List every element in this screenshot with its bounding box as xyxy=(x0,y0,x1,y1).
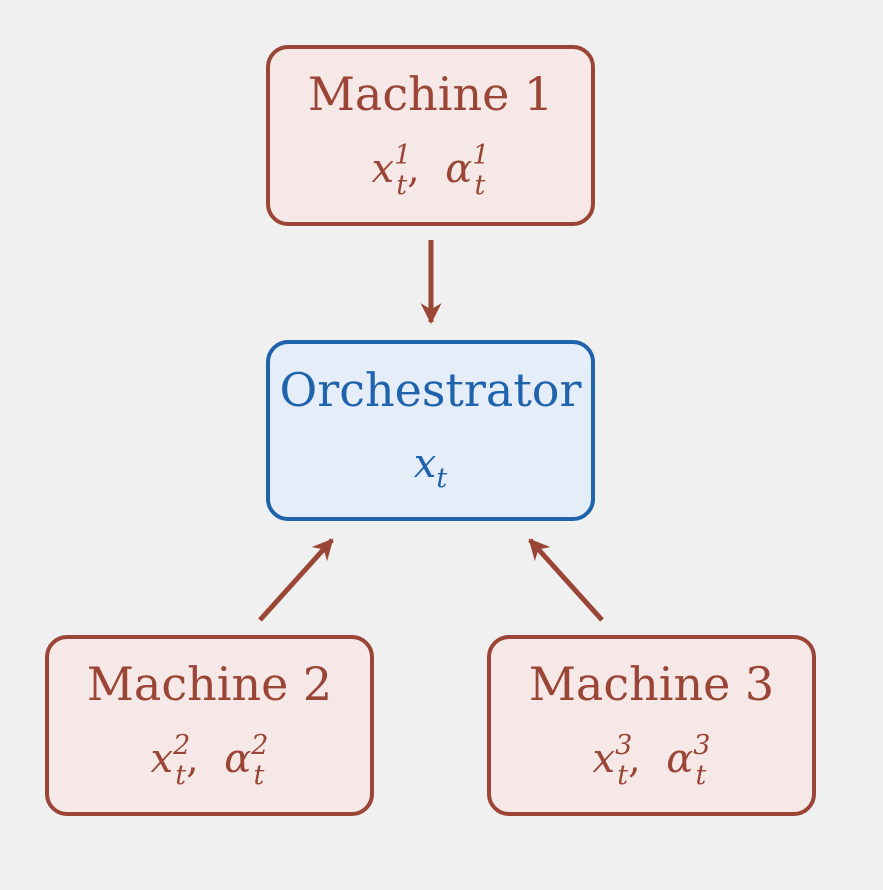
machine-1-label: Machine 1 xyxy=(308,67,553,121)
orchestrator-label: Orchestrator xyxy=(280,363,582,417)
machine-2-label: Machine 2 xyxy=(87,657,332,711)
orchestrator-var: xt xyxy=(414,441,448,494)
machine-3-label: Machine 3 xyxy=(529,657,774,711)
edges xyxy=(258,240,604,622)
arrow-machine2-to-orchestrator xyxy=(258,538,334,622)
arrow-machine3-to-orchestrator xyxy=(528,538,604,622)
orchestrator-node: Orchestrator xt xyxy=(266,340,595,521)
